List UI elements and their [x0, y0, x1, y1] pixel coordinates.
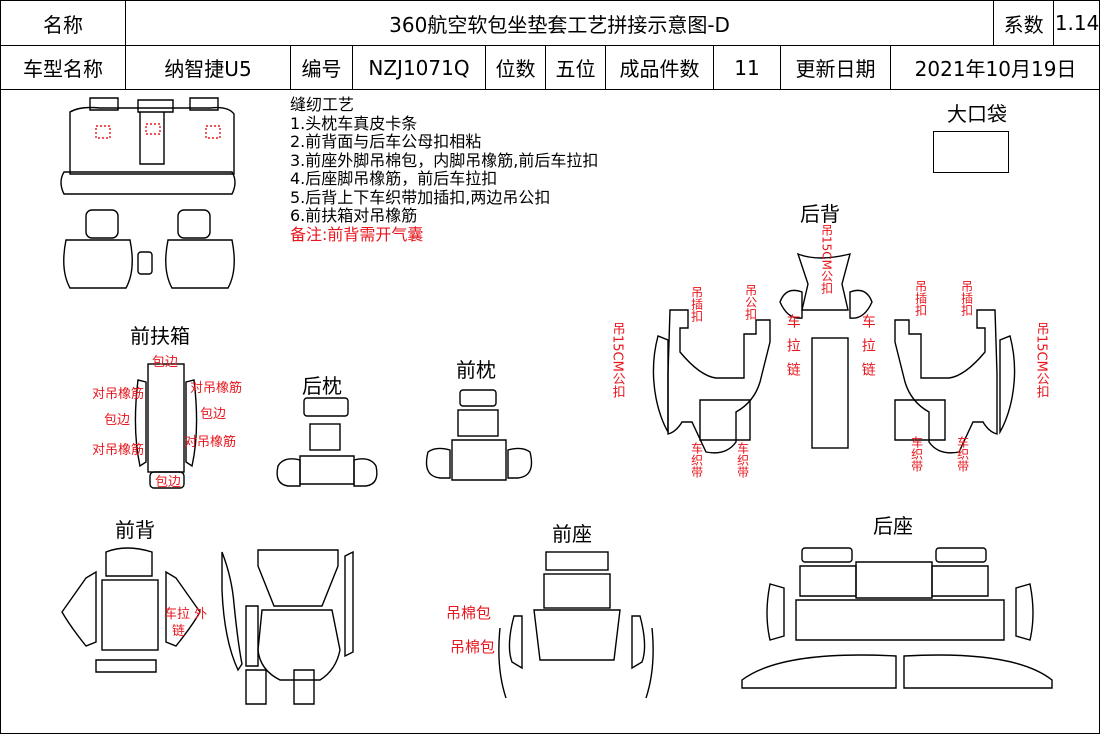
front-armrest-label: 前扶箱	[130, 324, 190, 348]
annotation-hang-15cm-male: 吊15CM公扣	[609, 322, 625, 398]
code-label: 编号	[290, 45, 353, 90]
notes-remark: 备注:前背需开气囊	[290, 224, 424, 244]
annotation-wrap-edge: 包边	[104, 413, 131, 428]
pieces-label: 成品件数	[605, 45, 714, 90]
model-label: 车型名称	[0, 45, 126, 90]
model-value: 纳智捷U5	[125, 45, 291, 90]
rear-back-label: 后背	[800, 202, 840, 226]
annotation-hang-plug: 吊插扣	[689, 286, 704, 322]
rear-back-pieces	[652, 252, 1016, 454]
drawing-title: 360航空软包坐垫套工艺拼接示意图-D	[124, 0, 995, 46]
coefficient-value: 1.14	[1053, 0, 1100, 46]
annotation-hang-15cm-male: 吊15CM公扣	[819, 224, 834, 295]
date-label: 更新日期	[780, 45, 891, 90]
note-item: 1.头枕车真皮卡条	[290, 113, 418, 133]
rear-seat-pieces	[741, 547, 1053, 689]
annotation-wrap-edge: 包边	[155, 475, 182, 490]
front-armrest-pieces	[134, 363, 198, 489]
code-value: NZJ1071Q	[352, 45, 486, 90]
front-back-pieces	[61, 547, 354, 705]
annotation-cotton-pack: 吊棉包	[450, 638, 496, 656]
annotation-pair-elastic: 对吊橡筋	[190, 381, 243, 396]
rear-headrest-pieces	[276, 397, 378, 487]
annotation-car-webbing: 车织带	[689, 442, 704, 478]
annotation-car-zip: 车拉链	[859, 314, 876, 386]
date-value: 2021年10月19日	[889, 45, 1100, 90]
note-item: 2.前背面与后车公母扣相粘	[290, 132, 482, 151]
annotation-pair-elastic: 对吊橡筋	[184, 435, 237, 450]
annotation-car-zip-chain: 链	[172, 624, 186, 639]
rear-headrest-label: 后枕	[302, 374, 342, 398]
rear-seat-label: 后座	[873, 514, 913, 538]
annotation-car-webbing: 车织带	[735, 442, 750, 478]
annotation-wrap-edge: 包边	[200, 407, 227, 422]
front-seat-label: 前座	[552, 522, 592, 546]
annotation-pair-elastic: 对吊橡筋	[92, 387, 145, 402]
note-item: 5.后背上下车织带加插扣,两边吊公扣	[290, 187, 551, 207]
front-headrest-pieces	[425, 389, 533, 481]
annotation-pair-elastic: 对吊橡筋	[92, 443, 145, 458]
sewing-notes: 缝纫工艺 1.头枕车真皮卡条 2.前背面与后车公母扣相粘 3.前座外脚吊棉包，内…	[290, 95, 599, 244]
big-pocket-piece	[933, 131, 1009, 173]
annotation-car-zip: 车拉链	[784, 314, 801, 386]
annotation-hang-plug: 吊插扣	[913, 280, 928, 316]
notes-heading: 缝纫工艺	[290, 95, 355, 114]
car-seat-thumbnail	[60, 97, 236, 289]
front-seat-pieces	[498, 551, 654, 699]
annotation-cotton-pack: 吊棉包	[446, 604, 492, 622]
front-back-label: 前背	[115, 518, 155, 542]
annotation-hang-15cm-male: 吊15CM公扣	[1033, 322, 1049, 398]
annotation-car-webbing: 车织带	[909, 436, 924, 472]
note-item: 4.后座脚吊橡筋，前后车拉扣	[290, 169, 498, 188]
seats-label: 位数	[485, 45, 546, 90]
annotation-car-webbing: 车织带	[955, 436, 970, 472]
annotation-hang-plug: 吊插扣	[959, 280, 974, 316]
annotation-wrap-edge: 包边	[152, 355, 179, 370]
annotation-hang-male: 吊公扣	[743, 284, 758, 320]
header-table: 名称 360航空软包坐垫套工艺拼接示意图-D 系数 1.14 车型名称 纳智捷U…	[0, 0, 1100, 90]
note-item: 6.前扶箱对吊橡筋	[290, 206, 418, 225]
seats-value: 五位	[545, 45, 606, 90]
annotation-car-zip-outer: 车拉 外	[164, 607, 208, 622]
note-item: 3.前座外脚吊棉包，内脚吊橡筋,前后车拉扣	[290, 150, 599, 170]
front-headrest-label: 前枕	[456, 358, 496, 382]
big-pocket-label: 大口袋	[947, 102, 1007, 126]
pieces-value: 11	[713, 45, 781, 90]
